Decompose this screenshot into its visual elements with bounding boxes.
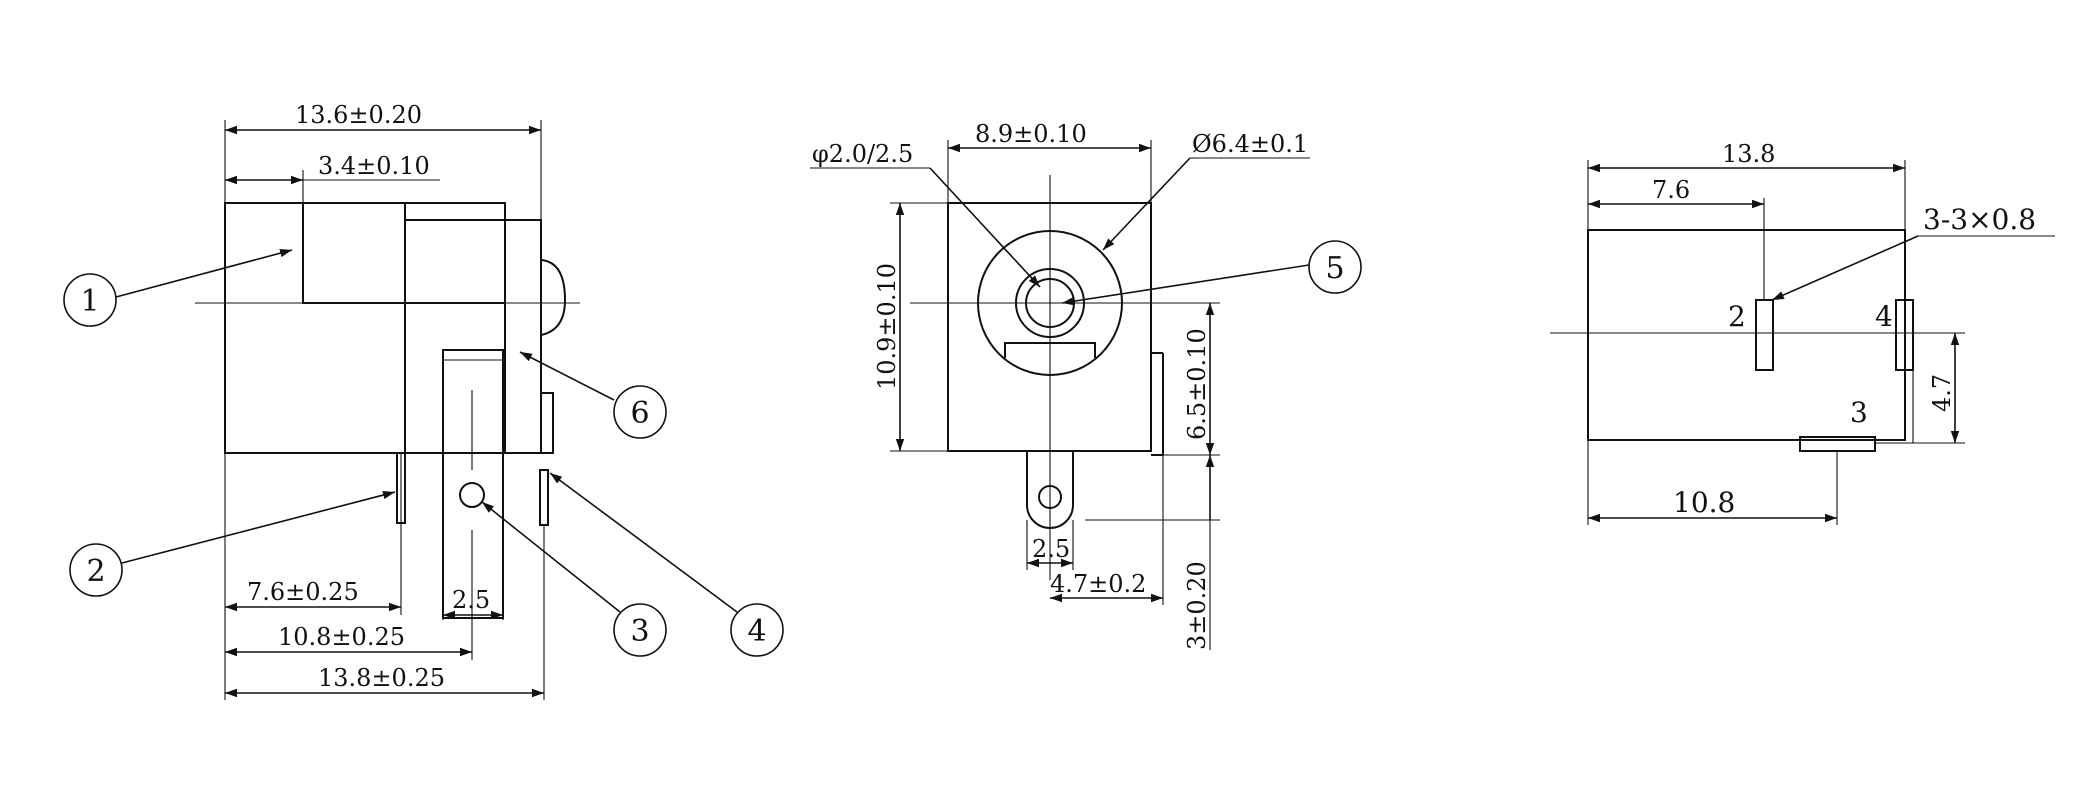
fp-pin-label-4: 4 <box>1875 300 1893 333</box>
callout-4: 4 <box>747 614 766 649</box>
side-body <box>224 202 406 454</box>
fp-pin-label-2: 2 <box>1728 300 1746 333</box>
dim-front-height: 10.9±0.10 <box>873 263 901 390</box>
dim-front-tab-height: 3±0.20 <box>1183 561 1211 650</box>
dim-fp-pin3-pos: 10.8 <box>1673 486 1735 519</box>
front-view: φ2.0/2.5 8.9±0.10 Ø6.4±0.1 10.9±0.10 6.5… <box>810 120 1362 650</box>
callout-circle-6 <box>613 385 667 439</box>
dim-fp-pin-offset: 4.7 <box>1928 374 1956 412</box>
callout-6: 6 <box>630 396 649 431</box>
dim-front-tab-offset: 4.7±0.2 <box>1050 570 1146 598</box>
dim-side-pin-width: 2.5 <box>452 586 490 614</box>
dim-front-hole-dia: Ø6.4±0.1 <box>1192 130 1308 158</box>
dim-side-overall-top: 13.6±0.20 <box>295 101 422 129</box>
dim-front-tab-width: 2.5 <box>1032 535 1070 563</box>
side-tab-hole <box>459 482 485 508</box>
callout-5: 5 <box>1325 251 1344 286</box>
callout-2: 2 <box>86 554 105 589</box>
callout-circle-4 <box>730 603 784 657</box>
dim-fp-slot-size: 3-3×0.8 <box>1923 203 2036 236</box>
dim-front-center-height: 6.5±0.10 <box>1183 328 1211 440</box>
callout-3: 3 <box>630 614 649 649</box>
slot-pin-4 <box>1895 299 1914 371</box>
dim-front-pin-dia: φ2.0/2.5 <box>812 140 913 168</box>
dim-side-collar: 3.4±0.10 <box>318 152 430 180</box>
footprint-view: 13.8 7.6 3-3×0.8 10.8 4.7 2 4 3 <box>1550 140 2055 525</box>
callout-1: 1 <box>80 284 99 319</box>
dim-fp-pin2-pos: 7.6 <box>1652 176 1690 204</box>
dim-front-width: 8.9±0.10 <box>975 120 1087 148</box>
slot-pin-2 <box>1755 299 1774 371</box>
callout-circle-1 <box>63 273 117 327</box>
callout-circle-3 <box>613 603 667 657</box>
callout-circle-5 <box>1308 240 1362 294</box>
dim-fp-overall: 13.8 <box>1722 140 1775 168</box>
dim-side-overall-bottom: 13.8±0.25 <box>318 664 445 692</box>
side-housing <box>404 219 506 454</box>
dim-side-pin3-pos: 10.8±0.25 <box>278 623 405 651</box>
fp-pin-label-3: 3 <box>1850 396 1868 429</box>
side-pin-4 <box>539 469 549 526</box>
dim-side-pin2-pos: 7.6±0.25 <box>247 578 359 606</box>
callout-circle-2 <box>69 543 123 597</box>
side-view: 13.6±0.20 3.4±0.10 7.6±0.25 2.5 10.8±0.2… <box>63 101 784 700</box>
